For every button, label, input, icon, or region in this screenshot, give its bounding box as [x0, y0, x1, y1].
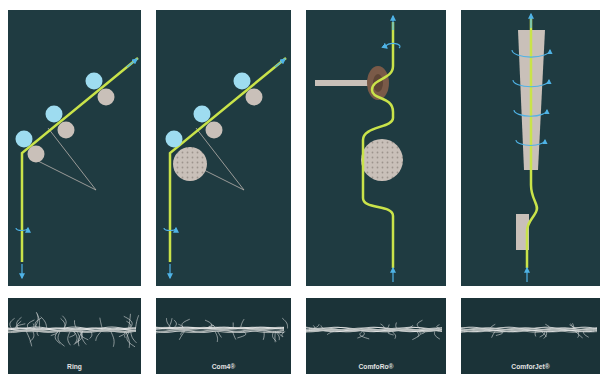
comforo-rotor-system [315, 16, 403, 282]
yarn-photo [461, 298, 600, 374]
com4-drafting-system [164, 58, 286, 278]
system-name: Com4® [156, 363, 291, 370]
yarn-sample-panel: ComfoRo® [306, 298, 446, 374]
system-name: ComfoRo® [306, 363, 446, 370]
system-panels [8, 10, 600, 286]
yarn-sample-panel: Com4® [156, 298, 291, 374]
comforjet-nozzle-system [512, 14, 550, 282]
yarn-sample-panel: Ring [8, 298, 141, 374]
yarn-photo [8, 298, 141, 374]
system-name: Ring [8, 363, 141, 370]
yarn-photo [156, 298, 291, 374]
yarn-sample-panel: ComforJet® [461, 298, 600, 374]
ring-drafting-system [16, 58, 139, 278]
system-name: ComforJet® [461, 363, 600, 370]
yarn-photo [306, 298, 446, 374]
